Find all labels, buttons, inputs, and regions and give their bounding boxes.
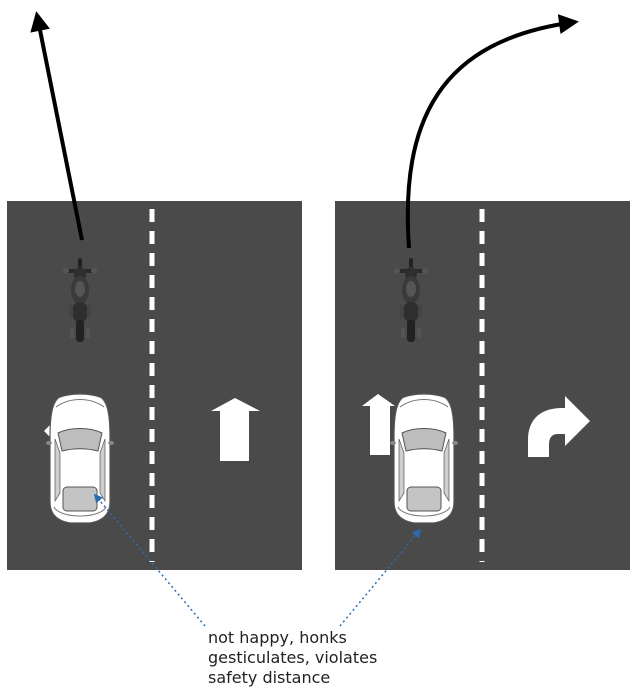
- annotation-line-3: safety distance: [208, 668, 331, 687]
- car-left: [45, 393, 115, 524]
- annotation-arrow-right: [339, 528, 422, 627]
- scene-right: [335, 14, 630, 627]
- annotation-line-1: not happy, honks: [208, 628, 347, 647]
- annotation-line-2: gesticulates, violates: [208, 648, 378, 667]
- motorcycle-path-straight: [30, 11, 84, 241]
- straight-arrow-icon: [362, 394, 395, 455]
- motorcycle-path-curve: [405, 14, 579, 249]
- straight-arrow-icon: [211, 398, 260, 461]
- scene-left: [7, 11, 302, 627]
- car-right: [389, 393, 459, 524]
- right-turn-arrow-icon: [528, 396, 590, 457]
- annotation-caption: not happy, honks gesticulates, violates …: [208, 628, 448, 688]
- annotation-arrow-left: [93, 493, 206, 627]
